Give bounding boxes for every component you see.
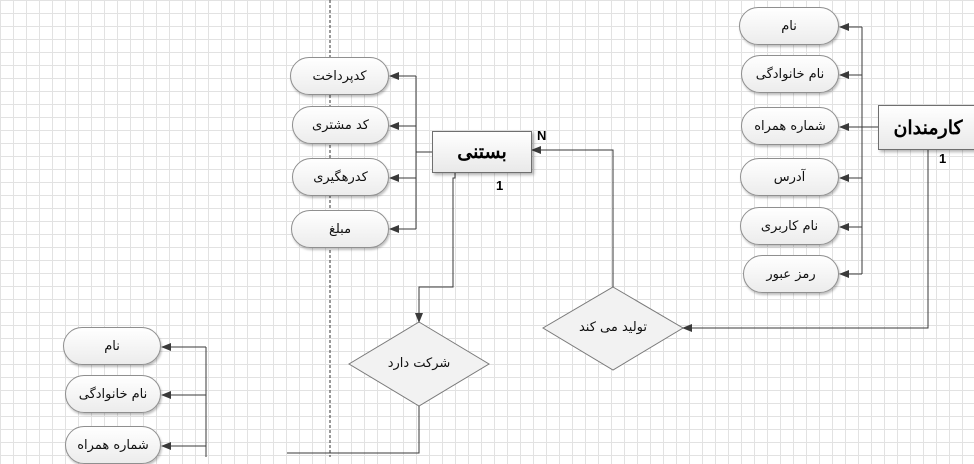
package-attr-tracking-code[interactable]: کدرهگیری — [292, 158, 389, 196]
attr-label: رمز عبور — [766, 266, 816, 282]
attr-label: نام خانوادگی — [755, 66, 825, 82]
employee-attr-first-name[interactable]: نام — [739, 7, 839, 45]
entity-employees[interactable]: کارمندان — [878, 105, 974, 150]
entity-employees-label: کارمندان — [893, 116, 963, 139]
entity-package[interactable]: بستنی — [432, 131, 532, 173]
customer-attribute-connectors — [161, 343, 207, 457]
employee-attr-username[interactable]: نام کاربری — [740, 207, 839, 245]
employee-attr-password[interactable]: رمز عبور — [743, 255, 839, 293]
cardinality-package-participates: 1 — [496, 178, 504, 193]
attr-label: شماره همراه — [754, 118, 826, 134]
attr-label: کدپرداخت — [312, 68, 367, 84]
package-attr-payment-code[interactable]: کدپرداخت — [290, 57, 389, 95]
participates-to-customer-connector — [287, 406, 420, 454]
entity-package-label: بستنی — [457, 141, 507, 163]
package-attribute-connectors — [389, 72, 432, 233]
package-to-participates-connector — [415, 173, 456, 323]
customer-attr-phone[interactable]: شماره همراه — [65, 426, 161, 464]
attr-label: نام — [104, 338, 120, 354]
package-attr-customer-code[interactable]: کد مشتری — [292, 106, 389, 144]
cardinality-employees-produces: 1 — [939, 151, 947, 166]
relationship-produces-label: تولید می کند — [578, 320, 648, 335]
employee-attr-phone[interactable]: شماره همراه — [741, 107, 839, 145]
attr-label: مبلغ — [328, 221, 352, 237]
cardinality-package-produces: N — [537, 128, 547, 143]
relationship-produces-diamond[interactable] — [542, 286, 684, 371]
attr-label: نام — [781, 18, 797, 34]
attr-label: کد مشتری — [312, 117, 369, 133]
attr-label: شماره همراه — [77, 437, 149, 453]
attr-label: کدرهگیری — [313, 169, 368, 185]
employee-attr-address[interactable]: آدرس — [740, 158, 839, 196]
attr-label: آدرس — [773, 169, 806, 185]
relationship-participates-label: شرکت دارد — [387, 356, 451, 371]
attr-label: نام کاربری — [760, 218, 819, 234]
employee-attribute-connectors — [839, 23, 878, 278]
produces-to-package-connector — [531, 146, 614, 287]
employees-to-produces-connector — [682, 150, 929, 332]
attr-label: نام خانوادگی — [78, 386, 148, 402]
customer-attr-first-name[interactable]: نام — [63, 327, 161, 365]
customer-attr-last-name[interactable]: نام خانوادگی — [65, 375, 161, 413]
employee-attr-last-name[interactable]: نام خانوادگی — [741, 55, 839, 93]
package-attr-amount[interactable]: مبلغ — [291, 210, 389, 248]
